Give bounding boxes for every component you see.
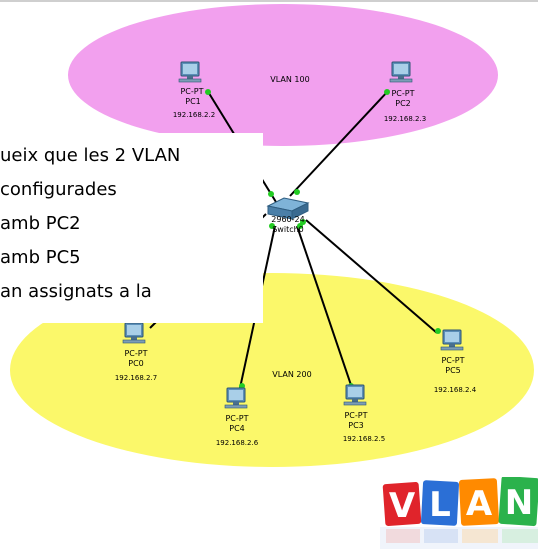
logo-reflection-tile bbox=[502, 529, 538, 543]
pc4-name: PC4 bbox=[229, 424, 245, 433]
pc1-device[interactable]: PC-PT PC1 192.168.2.2 bbox=[173, 61, 215, 119]
pc5-name: PC5 bbox=[445, 366, 461, 375]
slide-text-overlay: ueix que les 2 VLAN configurades amb PC2… bbox=[0, 133, 263, 323]
link-switch-pc3 bbox=[296, 225, 353, 389]
logo-letter-l: L bbox=[429, 485, 451, 525]
pc4-ip: 192.168.2.6 bbox=[216, 439, 259, 447]
pc-icon[interactable] bbox=[343, 384, 367, 406]
logo-letter-n: N bbox=[505, 483, 533, 523]
pc0-name: PC0 bbox=[128, 359, 144, 368]
pc1-ip: 192.168.2.2 bbox=[173, 111, 215, 119]
pc3-type: PC-PT bbox=[344, 411, 367, 420]
link-switch-pc5 bbox=[305, 219, 438, 334]
status-dot bbox=[384, 89, 390, 95]
logo-reflection-tile bbox=[462, 529, 498, 543]
status-dot bbox=[294, 189, 300, 195]
pc4-type: PC-PT bbox=[225, 414, 248, 423]
logo-letter-a: A bbox=[466, 484, 493, 524]
logo-tile-v bbox=[382, 481, 422, 527]
pc-icon[interactable] bbox=[224, 387, 248, 409]
pc1-type: PC-PT bbox=[180, 87, 203, 96]
pc2-ip: 192.168.2.3 bbox=[384, 115, 426, 123]
overlay-line: an assignats a la bbox=[0, 281, 152, 302]
status-dot bbox=[297, 223, 303, 229]
pc5-device[interactable]: PC-PT PC5 192.168.2.4 bbox=[434, 329, 477, 394]
pc1-name: PC1 bbox=[185, 97, 201, 106]
switch-model-label: 2960-24 bbox=[271, 215, 304, 224]
overlay-line: ueix que les 2 VLAN bbox=[0, 145, 181, 166]
pc4-device[interactable]: PC-PT PC4 192.168.2.6 bbox=[216, 387, 259, 447]
pc5-type: PC-PT bbox=[441, 356, 464, 365]
status-dot bbox=[435, 328, 441, 334]
logo-tile-a bbox=[458, 478, 500, 526]
link-switch-pc2 bbox=[289, 89, 390, 197]
pc-icon[interactable] bbox=[389, 61, 413, 83]
overlay-line: amb PC5 bbox=[0, 247, 81, 268]
logo-reflection-tile bbox=[424, 529, 458, 543]
vlan-200-label: VLAN 200 bbox=[272, 370, 311, 379]
status-dot bbox=[269, 223, 275, 229]
switch-name-label: Switch0 bbox=[272, 225, 304, 234]
pc3-name: PC3 bbox=[348, 421, 364, 430]
pc0-device[interactable]: PC-PT PC0 192.168.2.7 bbox=[115, 322, 157, 382]
overlay-line: configurades bbox=[0, 179, 117, 200]
status-dot bbox=[205, 89, 211, 95]
pc0-ip: 192.168.2.7 bbox=[115, 374, 157, 382]
logo-letter-v: V bbox=[389, 486, 416, 526]
pc2-type: PC-PT bbox=[391, 89, 414, 98]
pc5-ip: 192.168.2.4 bbox=[434, 386, 477, 394]
pc2-device[interactable]: PC-PT PC2 192.168.2.3 bbox=[384, 61, 426, 123]
pc-icon[interactable] bbox=[122, 322, 146, 344]
vlan-100-label: VLAN 100 bbox=[270, 75, 309, 84]
pc2-name: PC2 bbox=[395, 99, 411, 108]
logo-reflection-tile bbox=[386, 529, 420, 543]
pc0-type: PC-PT bbox=[124, 349, 147, 358]
overlay-line: amb PC2 bbox=[0, 213, 81, 234]
pc-icon[interactable] bbox=[440, 329, 464, 351]
logo-tile-n bbox=[498, 477, 538, 527]
pc3-device[interactable]: PC-PT PC3 192.168.2.5 bbox=[343, 384, 385, 443]
logo-tile-l bbox=[421, 480, 459, 526]
switch-icon[interactable] bbox=[266, 197, 310, 220]
pc3-ip: 192.168.2.5 bbox=[343, 435, 385, 443]
pc-icon[interactable] bbox=[178, 61, 202, 83]
status-dot bbox=[268, 191, 274, 197]
vlan-100-region bbox=[68, 4, 498, 146]
vlan-logo: V L A N bbox=[380, 477, 538, 549]
